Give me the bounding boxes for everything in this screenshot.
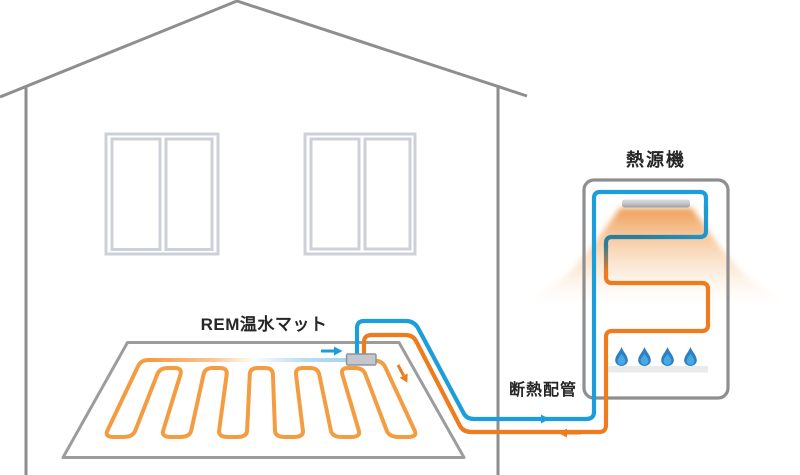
label-insulated-piping: 断熱配管: [508, 382, 578, 399]
window-right: [303, 132, 417, 256]
pipe-hot-supply: [361, 271, 711, 435]
mat-pipe-serpentine: [104, 358, 418, 439]
gas-flame-core: [663, 353, 672, 365]
house-outline: [0, 0, 528, 475]
gas-flame-core: [640, 353, 649, 365]
heat-exchanger-plate: [622, 199, 690, 208]
gas-flame-core: [686, 353, 695, 365]
heater-unit: [582, 178, 730, 400]
return-flow-right-arrow-icon: [321, 346, 343, 356]
supply-flow-down-arrow-icon: [396, 364, 408, 383]
mat-header-manifold: [345, 353, 377, 366]
roof-line: [0, 0, 528, 99]
heating-mat: [61, 341, 466, 459]
heater-outline: [582, 178, 730, 400]
from-heater-left-arrow-icon: [558, 428, 581, 438]
label-heating-mat: REM温水マット: [200, 315, 328, 334]
heater-glow: [502, 208, 800, 314]
flow-arrows: [321, 346, 581, 438]
gas-flames: [615, 347, 697, 367]
pipe-transition-cooling: [603, 205, 709, 248]
label-heat-source-unit: 熱源機: [626, 150, 686, 170]
to-heater-right-arrow-icon: [527, 414, 550, 424]
gas-flame-core: [617, 353, 626, 365]
window-left: [104, 132, 220, 256]
burner-bar: [608, 366, 708, 373]
